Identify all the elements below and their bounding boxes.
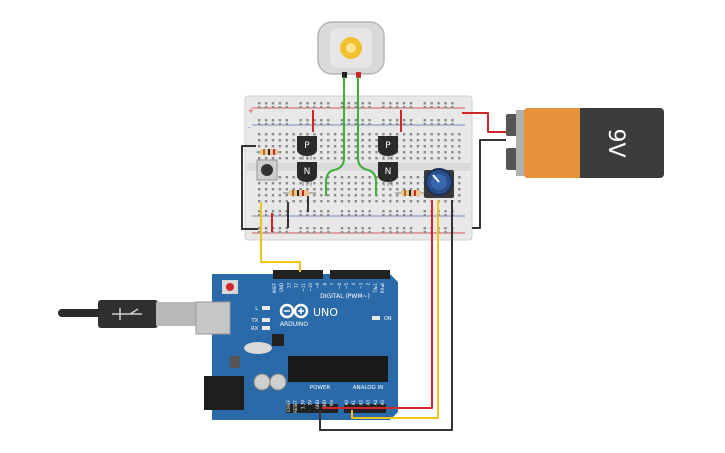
analog-header-label: ANALOG IN: [353, 385, 384, 391]
led-rx-label: RX: [251, 326, 258, 332]
pin-label: 4: [351, 283, 356, 286]
pin-label: GND: [279, 283, 284, 292]
pin-label: A5: [380, 400, 385, 406]
pin-label: 5V: [308, 400, 313, 406]
breadboard[interactable]: + -: [244, 95, 473, 241]
pin-label: 8: [322, 283, 327, 286]
led-tx-label: TX: [251, 318, 259, 324]
resistor-right: [395, 190, 428, 196]
atmega-chip: [288, 356, 388, 382]
pushbutton-cap-icon: [261, 164, 273, 176]
arduino-brand: ARDUINO: [280, 321, 309, 328]
pin-label: RESET: [293, 399, 298, 412]
transistor-label: P: [385, 141, 391, 151]
usb-cable[interactable]: [58, 300, 196, 328]
wire-battery-plus[interactable]: [462, 112, 506, 133]
battery-label: 9V: [603, 128, 628, 157]
pin-label: A0: [344, 400, 349, 406]
wires[interactable]: [241, 77, 506, 431]
pin-label: A1: [351, 400, 356, 406]
pin-label: IOREF: [286, 399, 291, 412]
usb-icon: [112, 308, 142, 320]
transistor-label: P: [304, 141, 310, 151]
potentiometer-knob-icon: [432, 174, 440, 183]
pin-label: ~10: [308, 283, 313, 292]
battery-9v[interactable]: 9V: [506, 108, 664, 178]
pushbutton[interactable]: [256, 159, 278, 181]
transistor-p-left[interactable]: P: [297, 136, 317, 160]
wire-motor-a[interactable]: [325, 77, 345, 196]
pin-label: 13: [286, 283, 291, 289]
arduino-logo-icon: [279, 303, 309, 319]
pin-label: ~6: [337, 283, 342, 289]
wire-pot-5v[interactable]: [322, 200, 433, 409]
pin-label: 7: [330, 283, 335, 286]
pin-label: ~3: [358, 283, 363, 289]
wire-button-ground[interactable]: [241, 145, 258, 230]
dc-motor[interactable]: [317, 21, 385, 78]
pin-label: GND: [322, 400, 327, 409]
pin-label: 12: [294, 283, 299, 289]
pin-label: ~11: [301, 283, 306, 292]
reset-button[interactable]: [226, 283, 234, 291]
potentiometer[interactable]: [424, 168, 454, 198]
resistor-left: [283, 190, 316, 196]
wire-battery-minus[interactable]: [472, 139, 506, 229]
pin-label: ~9: [315, 283, 320, 289]
pin-label: ~5: [344, 283, 349, 289]
led-on-label: ON: [384, 316, 392, 322]
transistor-p-right[interactable]: P: [378, 136, 398, 160]
transistor-label: N: [385, 167, 392, 177]
wire-pot-ground[interactable]: [319, 200, 453, 431]
pin-label: 3.3V: [300, 400, 305, 409]
wire-pot-a0[interactable]: [351, 200, 439, 419]
pin-label: TX▸1: [373, 283, 378, 294]
resistor-pushbutton: [256, 149, 282, 155]
pin-label: Vin: [329, 400, 334, 407]
transistor-n-right[interactable]: N: [378, 162, 398, 186]
transistor-label: N: [304, 167, 311, 177]
rail-minus-label: -: [248, 124, 251, 132]
power-header-label: POWER: [310, 385, 331, 391]
arduino-model: UNO: [313, 306, 338, 319]
led-l-label: L: [255, 306, 258, 312]
pin-label: RX◂0: [380, 283, 385, 294]
rail-plus-label: +: [248, 107, 254, 115]
pin-label: A2: [358, 400, 363, 406]
pin-label: A3: [366, 400, 371, 406]
pin-label: A4: [373, 400, 378, 406]
wire-button-signal[interactable]: [260, 202, 301, 272]
pin-label: GND: [315, 400, 320, 409]
digital-header-label: DIGITAL (PWM~): [320, 293, 370, 300]
pin-label: 2: [366, 283, 371, 286]
wire-motor-b[interactable]: [357, 77, 377, 196]
pin-label: AREF: [272, 282, 277, 293]
transistor-n-left[interactable]: N: [297, 162, 317, 186]
